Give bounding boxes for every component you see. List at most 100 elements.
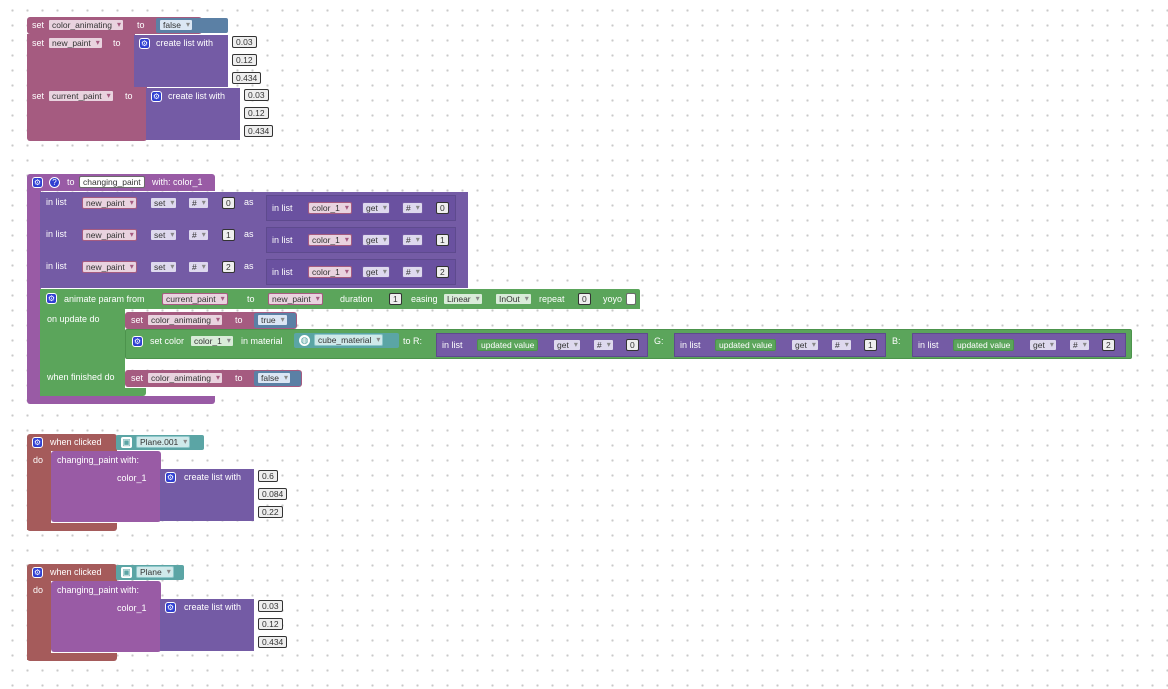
duration-number[interactable]: 1 — [389, 293, 402, 305]
list-operation-dropdown[interactable]: get — [1029, 339, 1057, 351]
number-field[interactable]: 0.12 — [232, 54, 257, 66]
variable-dropdown[interactable]: color_1 — [308, 234, 352, 246]
easing-mode-dropdown[interactable]: InOut — [495, 293, 532, 305]
variable-dropdown[interactable]: new_paint — [82, 197, 137, 209]
updated-value-block[interactable]: updated value — [477, 339, 539, 351]
variable-dropdown[interactable]: color_animating — [48, 19, 125, 31]
index-number[interactable]: 2 — [436, 266, 449, 278]
index-number[interactable]: 2 — [1102, 339, 1115, 351]
list-get-block[interactable]: in list color_1 get # 1 — [266, 227, 456, 253]
list-get-block[interactable]: in list color_1 get # 2 — [266, 259, 456, 285]
animate-param-block[interactable]: ⚙ animate param from current_paint to ne… — [40, 289, 640, 309]
material-dropdown[interactable]: cube_material — [314, 334, 384, 346]
help-icon[interactable]: ? — [49, 177, 60, 188]
index-number[interactable]: 1 — [222, 229, 235, 241]
index-mode-dropdown[interactable]: # — [593, 339, 614, 351]
index-mode-dropdown[interactable]: # — [1069, 339, 1090, 351]
index-mode-dropdown[interactable]: # — [402, 266, 423, 278]
procedure-name-field[interactable]: changing_paint — [79, 176, 145, 188]
index-number[interactable]: 2 — [222, 261, 235, 273]
index-number[interactable]: 0 — [436, 202, 449, 214]
number-field[interactable]: 0.434 — [232, 72, 262, 84]
index-number[interactable]: 0 — [222, 197, 235, 209]
gear-icon[interactable]: ⚙ — [46, 293, 57, 304]
variable-dropdown[interactable]: color_1 — [308, 266, 352, 278]
set-color-animating-false-block[interactable]: set color_animating to false — [125, 370, 302, 387]
list-operation-dropdown[interactable]: get — [362, 202, 390, 214]
gear-icon[interactable]: ⚙ — [132, 336, 143, 347]
event-header[interactable]: ⚙ when clicked — [27, 564, 117, 581]
index-mode-dropdown[interactable]: # — [188, 229, 209, 241]
number-field[interactable]: 0.434 — [258, 636, 288, 648]
create-list-block[interactable]: ⚙ create list with 0.03 0.12 0.434 — [146, 88, 274, 140]
procedure-call-block[interactable]: changing_paint with: color_1 — [51, 451, 161, 522]
create-list-block[interactable]: ⚙ create list with 0.03 0.12 0.434 — [134, 35, 262, 87]
index-mode-dropdown[interactable]: # — [402, 202, 423, 214]
boolean-dropdown[interactable]: false — [159, 19, 193, 31]
number-field[interactable]: 0.03 — [232, 36, 257, 48]
list-operation-dropdown[interactable]: get — [553, 339, 581, 351]
number-field[interactable]: 0.22 — [258, 506, 283, 518]
index-mode-dropdown[interactable]: # — [402, 234, 423, 246]
number-field[interactable]: 0.03 — [258, 600, 283, 612]
list-operation-dropdown[interactable]: get — [362, 266, 390, 278]
object-dropdown[interactable]: Plane.001 — [136, 436, 191, 448]
variable-dropdown[interactable]: new_paint — [82, 229, 137, 241]
object-value-block[interactable]: ▣ Plane — [116, 565, 184, 580]
material-value-block[interactable]: ◍ cube_material — [294, 333, 399, 348]
set-color-animating-true-block[interactable]: set color_animating to true — [125, 312, 297, 329]
list-set-block-1[interactable]: in list new_paint set # 1 as in list col… — [40, 224, 468, 256]
from-variable-dropdown[interactable]: current_paint — [162, 293, 228, 305]
procedure-header[interactable]: ⚙ ? to changing_paint with: color_1 — [27, 174, 215, 191]
list-operation-dropdown[interactable]: set — [150, 261, 178, 273]
index-mode-dropdown[interactable]: # — [188, 261, 209, 273]
index-number[interactable]: 1 — [436, 234, 449, 246]
gear-icon[interactable]: ⚙ — [139, 38, 150, 49]
object-value-block[interactable]: ▣ Plane.001 — [116, 435, 204, 450]
list-get-updated-b[interactable]: in list updated value get # 2 — [912, 333, 1126, 357]
variable-dropdown[interactable]: color_animating — [147, 314, 224, 326]
gear-icon[interactable]: ⚙ — [151, 91, 162, 102]
list-set-block-2[interactable]: in list new_paint set # 2 as in list col… — [40, 256, 468, 288]
variable-dropdown[interactable]: current_paint — [48, 90, 114, 102]
number-field[interactable]: 0.03 — [244, 89, 269, 101]
easing-dropdown[interactable]: Linear — [443, 293, 483, 305]
procedure-call-block[interactable]: changing_paint with: color_1 — [51, 581, 161, 652]
create-list-block[interactable]: ⚙ create list with 0.03 0.12 0.434 — [160, 599, 288, 651]
updated-value-block[interactable]: updated value — [715, 339, 777, 351]
list-get-updated-g[interactable]: in list updated value get # 1 — [674, 333, 886, 357]
boolean-value-block[interactable]: true — [254, 313, 296, 328]
number-field[interactable]: 0.12 — [258, 618, 283, 630]
gear-icon[interactable]: ⚙ — [165, 602, 176, 613]
to-variable-dropdown[interactable]: new_paint — [268, 293, 323, 305]
set-current-paint-block[interactable]: set current_paint to — [27, 87, 147, 141]
gear-icon[interactable]: ⚙ — [165, 472, 176, 483]
set-new-paint-block[interactable]: set new_paint to — [27, 34, 135, 88]
event-header[interactable]: ⚙ when clicked — [27, 434, 117, 451]
yoyo-checkbox[interactable] — [626, 293, 636, 305]
number-field[interactable]: 0.12 — [244, 107, 269, 119]
object-dropdown[interactable]: Plane — [136, 566, 174, 578]
list-set-block-0[interactable]: in list new_paint set # 0 as in list col… — [40, 192, 468, 224]
index-number[interactable]: 0 — [626, 339, 639, 351]
set-color-animating-block[interactable]: set color_animating to false — [27, 17, 228, 34]
number-field[interactable]: 0.434 — [244, 125, 274, 137]
number-field[interactable]: 0.084 — [258, 488, 288, 500]
index-mode-dropdown[interactable]: # — [188, 197, 209, 209]
gear-icon[interactable]: ⚙ — [32, 567, 43, 578]
index-mode-dropdown[interactable]: # — [831, 339, 852, 351]
gear-icon[interactable]: ⚙ — [32, 437, 43, 448]
gear-icon[interactable]: ⚙ — [32, 177, 43, 188]
color-variable-dropdown[interactable]: color_1 — [190, 335, 234, 347]
boolean-dropdown[interactable]: true — [257, 314, 288, 326]
variable-dropdown[interactable]: new_paint — [82, 261, 137, 273]
boolean-dropdown[interactable]: false — [257, 372, 291, 384]
list-operation-dropdown[interactable]: get — [791, 339, 819, 351]
variable-dropdown[interactable]: color_animating — [147, 372, 224, 384]
list-operation-dropdown[interactable]: get — [362, 234, 390, 246]
list-get-updated-r[interactable]: in list updated value get # 0 — [436, 333, 648, 357]
variable-dropdown[interactable]: new_paint — [48, 37, 103, 49]
variable-dropdown[interactable]: color_1 — [308, 202, 352, 214]
list-get-block[interactable]: in list color_1 get # 0 — [266, 195, 456, 221]
index-number[interactable]: 1 — [864, 339, 877, 351]
